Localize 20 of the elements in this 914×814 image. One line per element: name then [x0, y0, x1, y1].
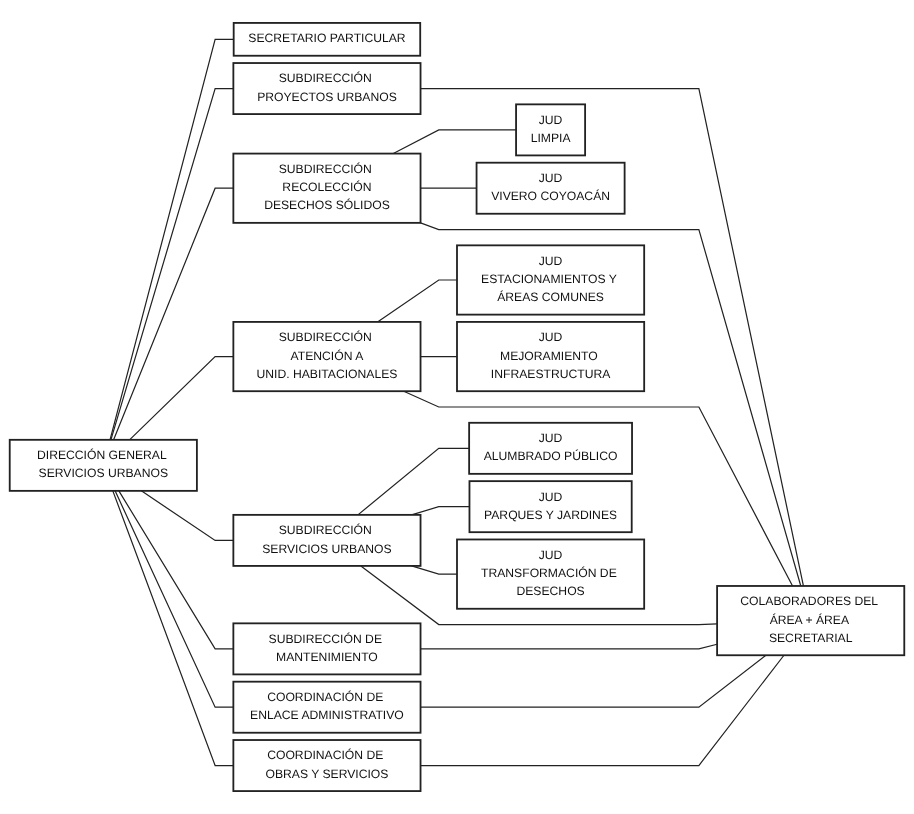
connector [140, 490, 234, 541]
connector [113, 187, 234, 441]
connector [118, 490, 234, 650]
connector [112, 490, 234, 767]
connector [419, 87, 804, 587]
connector [376, 279, 458, 323]
connector [419, 355, 458, 358]
connector [410, 506, 471, 516]
connector [419, 222, 802, 587]
connector [114, 490, 234, 708]
connector [419, 654, 785, 767]
connector [403, 390, 794, 587]
connector [357, 447, 470, 516]
connector [392, 129, 517, 155]
connector [419, 187, 478, 189]
connector [410, 565, 458, 575]
connector [419, 654, 767, 708]
connector [128, 355, 234, 441]
connector [419, 643, 718, 650]
connector [360, 565, 718, 626]
